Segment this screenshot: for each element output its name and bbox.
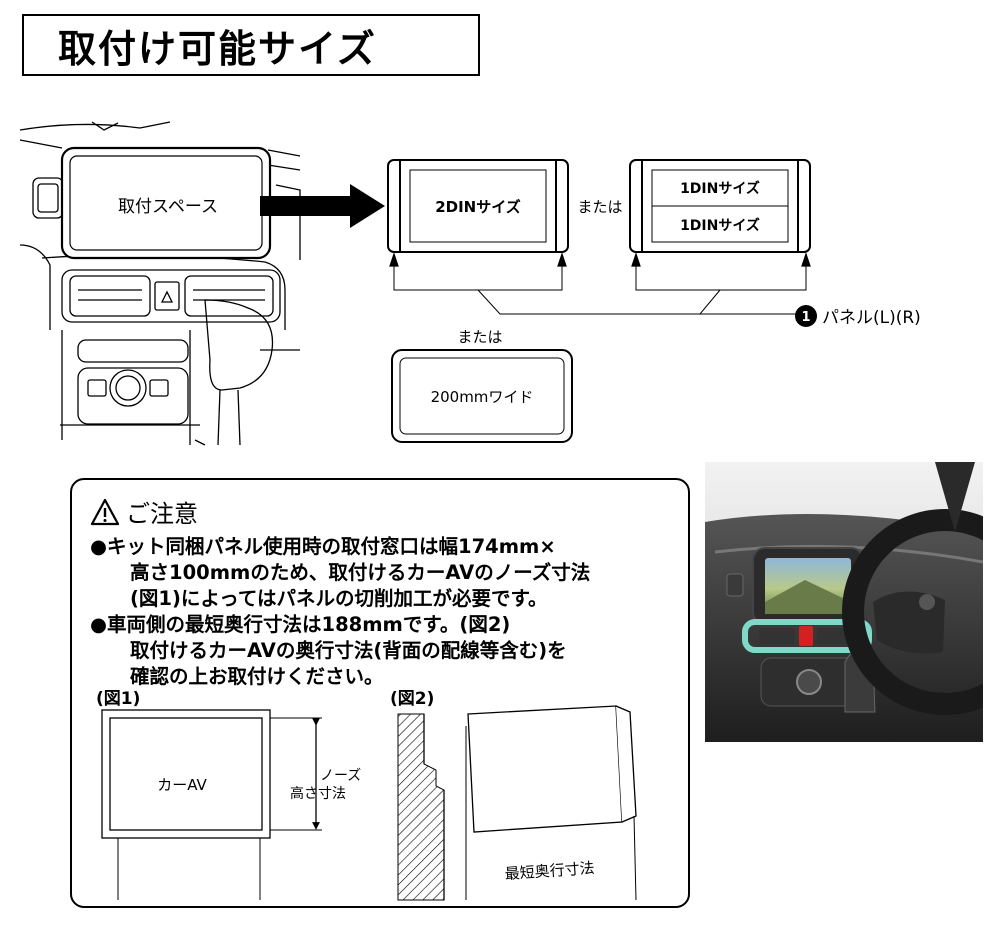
notice-heading: ご注意 bbox=[90, 494, 198, 529]
panel-leader-lines bbox=[393, 266, 807, 315]
notice-line: ●キット同梱パネル使用時の取付窓口は幅174mm× bbox=[90, 535, 556, 558]
warning-icon bbox=[90, 498, 120, 525]
fig1-label: (図1) bbox=[96, 689, 140, 709]
fig1-dim-label-2: 高さ寸法 bbox=[290, 785, 346, 802]
panel-number-badge bbox=[795, 305, 817, 327]
panel-pointers bbox=[389, 252, 811, 267]
fig1-dim-label-1: ノーズ bbox=[320, 768, 361, 784]
notice-line: 高さ100mmのため、取付けるカーAVのノーズ寸法 bbox=[130, 561, 591, 584]
din2-unit: 2DINサイズ bbox=[387, 159, 569, 253]
or-label-2: または bbox=[457, 328, 502, 346]
right-arrow-icon bbox=[260, 184, 385, 228]
notice-text: ●キット同梱パネル使用時の取付窓口は幅174mm× 高さ100mmのため、取付け… bbox=[90, 534, 590, 690]
din2-label: 2DINサイズ bbox=[435, 198, 521, 216]
notice-line: 取付けるカーAVの奥行寸法(背面の配線等含む)を bbox=[130, 639, 567, 662]
dashboard-drawing bbox=[19, 121, 301, 446]
wide-label: 200mmワイド bbox=[431, 388, 534, 406]
din1-top-label: 1DINサイズ bbox=[680, 180, 760, 197]
panel-label: パネル(L)(R) bbox=[822, 308, 921, 328]
notice-box: ご注意 ●キット同梱パネル使用時の取付窓口は幅174mm× 高さ100mmのため… bbox=[70, 478, 690, 908]
fig2-dim-label: 最短奥行寸法 bbox=[504, 859, 595, 883]
notice-figures: (図1) カーAV ノーズ 高さ寸法 (図2) 最短奥行寸法 bbox=[96, 689, 637, 901]
notice-line: ●車両側の最短奥行寸法は188mmです。(図2) bbox=[90, 613, 511, 636]
din1-bottom-label: 1DINサイズ bbox=[680, 217, 760, 234]
fig1-box-label: カーAV bbox=[157, 776, 207, 794]
notice-line: 確認の上お取付けください。 bbox=[130, 665, 384, 688]
panel-number-glyph: 1 bbox=[801, 310, 810, 325]
installed-car-photo bbox=[705, 462, 983, 742]
fig2-label: (図2) bbox=[390, 689, 434, 709]
din1-unit: 1DINサイズ 1DINサイズ bbox=[629, 159, 811, 253]
or-label-1: または bbox=[577, 198, 622, 216]
page-title: 取付け可能サイズ bbox=[22, 14, 480, 76]
wide-unit: 200mmワイド bbox=[391, 349, 573, 443]
notice-heading-text: ご注意 bbox=[126, 500, 198, 528]
space-label: 取付スペース bbox=[118, 197, 218, 217]
notice-line: (図1)によってはパネルの切削加工が必要です。 bbox=[130, 587, 548, 610]
